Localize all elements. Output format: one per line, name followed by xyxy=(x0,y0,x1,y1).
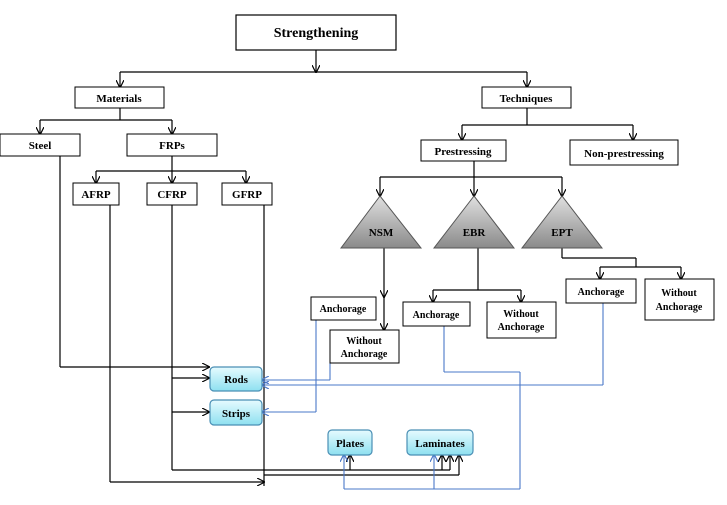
node-ept-anchorage: Anchorage xyxy=(565,278,637,304)
product-rods: Rods xyxy=(209,366,263,392)
node-materials: Materials xyxy=(74,86,165,109)
strips-label: Strips xyxy=(222,408,251,420)
ept-without-line1: Without xyxy=(661,288,697,299)
ebr-without-line2: Anchorage xyxy=(498,322,545,333)
ept-anchorage-label: Anchorage xyxy=(578,287,625,298)
node-prestressing: Prestressing xyxy=(420,139,507,162)
product-strips: Strips xyxy=(209,399,263,426)
tree-connectors xyxy=(40,50,681,486)
node-steel: Steel xyxy=(0,133,81,157)
materials-label: Materials xyxy=(96,93,142,105)
frps-label: FRPs xyxy=(159,140,185,152)
node-non-prestressing: Non-prestressing xyxy=(569,139,679,166)
node-gfrp: GFRP xyxy=(221,182,273,206)
node-afrp: AFRP xyxy=(72,182,120,206)
laminates-label: Laminates xyxy=(415,438,465,450)
node-nsm-anchorage: Anchorage xyxy=(310,296,377,321)
ept-without-line2: Anchorage xyxy=(656,302,703,313)
ebr-without-line1: Without xyxy=(503,309,539,320)
node-ebr: EBR xyxy=(432,195,516,249)
node-ept-without-anchorage: Without Anchorage xyxy=(644,278,715,321)
nsm-anchorage-label: Anchorage xyxy=(320,304,367,315)
ebr-label: EBR xyxy=(463,227,487,239)
product-laminates: Laminates xyxy=(406,429,474,456)
rods-label: Rods xyxy=(224,374,249,386)
cfrp-label: CFRP xyxy=(157,189,187,201)
prestressing-label: Prestressing xyxy=(434,146,492,158)
afrp-label: AFRP xyxy=(81,189,111,201)
title-text: Strengthening xyxy=(274,26,359,41)
nsm-without-line1: Without xyxy=(346,336,382,347)
ept-label: EPT xyxy=(551,227,573,239)
plates-label: Plates xyxy=(336,438,365,450)
nsm-label: NSM xyxy=(369,227,394,239)
node-nsm-without-anchorage: Without Anchorage xyxy=(329,329,400,364)
gfrp-label: GFRP xyxy=(232,189,262,201)
node-strengthening: Strengthening xyxy=(235,14,397,51)
product-plates: Plates xyxy=(327,429,373,456)
node-ebr-anchorage: Anchorage xyxy=(402,301,471,327)
steel-label: Steel xyxy=(29,140,52,152)
node-techniques: Techniques xyxy=(481,86,572,109)
node-ebr-without-anchorage: Without Anchorage xyxy=(486,301,557,339)
ebr-anchorage-label: Anchorage xyxy=(413,310,460,321)
link-connectors xyxy=(262,303,604,490)
node-nsm: NSM xyxy=(340,195,423,249)
techniques-label: Techniques xyxy=(500,93,554,105)
nsm-without-line2: Anchorage xyxy=(341,349,388,360)
non-prestressing-label: Non-prestressing xyxy=(584,148,664,160)
node-cfrp: CFRP xyxy=(146,182,198,206)
node-frps: FRPs xyxy=(126,133,218,157)
node-ept: EPT xyxy=(520,195,604,249)
